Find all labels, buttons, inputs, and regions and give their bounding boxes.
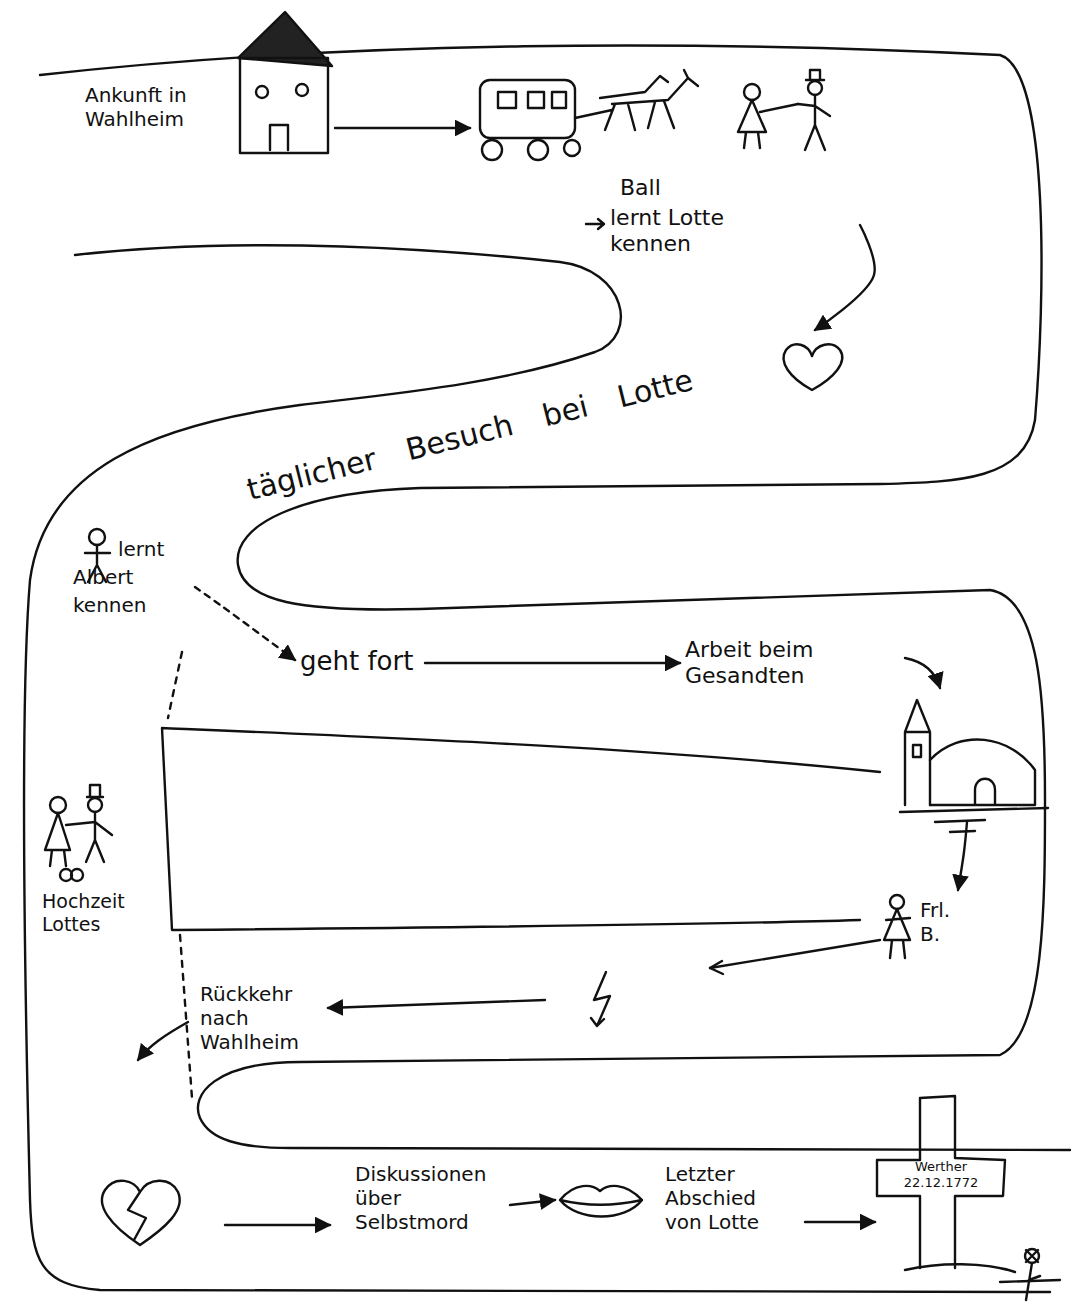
event-node: geht fort [295,638,425,688]
road-edge [162,728,880,930]
event-node: Werther 22.12.1772 [875,1095,1007,1275]
horse-sketch [575,70,698,130]
carriage-windows [498,92,566,108]
event-label: täglicher Besuch bei Lotte [243,362,696,508]
event-node: Letzter Abschied von Lotte [555,1160,805,1275]
wedding-ring [71,869,83,881]
grave-flower [1026,1250,1040,1300]
heart-symbol [784,344,843,390]
leader-arrow [225,1224,330,1226]
event-node: Diskussionen über Selbstmord [350,1160,510,1250]
event-node: lernt Albert kennen [70,525,195,650]
event-label: lernt Albert kennen [73,535,191,619]
event-node: Ankunft in Wahlheim [80,8,335,158]
road-edge [40,45,1070,1150]
arrowhead-sketch [710,961,723,974]
carriage-wheel [564,140,580,156]
event-node: Arbeit beim Gesandten [680,632,1045,822]
flow-arrow [195,587,295,660]
event-label: Rückkehr nach Wahlheim [200,982,325,1054]
event-label: Diskussionen über Selbstmord [355,1162,505,1234]
stick-figure [884,909,910,958]
flow-arrow [815,225,875,330]
house-door [270,125,288,150]
dancer-figure [798,70,830,150]
event-label: lernt Lotte kennen [610,205,800,258]
event-node: Hochzeit Lottes [40,775,150,950]
dancer-head [808,81,822,95]
event-node: täglicher Besuch bei Lotte [190,330,850,520]
dancer-figure [738,100,798,148]
house-wall [240,58,328,153]
lightning-symbol [591,972,610,1026]
flow-arrow [510,1200,555,1205]
broken-heart-symbol [102,1181,180,1245]
flow-arrow [328,940,880,1008]
lips-symbol [560,1186,642,1217]
event-node: Rückkehr nach Wahlheim [198,980,328,1055]
grave-mound [905,1264,1060,1282]
carriage-wheel [528,140,548,160]
flow-arrow [425,662,680,664]
church-tower [905,700,930,805]
church-window [913,745,921,757]
house-window [256,86,268,98]
stick-figure-head [89,529,105,545]
carriage-wheel [482,140,502,160]
event-label: Werther 22.12.1772 [881,1159,1001,1192]
leader-arrow [138,1022,188,1060]
carriage-body [480,80,575,138]
grave-cross [877,1096,1005,1268]
flow-arrow [805,1221,875,1223]
event-label: geht fort [300,646,413,677]
flow-arrow [958,822,967,890]
event-node: Frl. B. [880,890,975,965]
church-nave [930,739,1035,805]
stick-figure-head [890,895,904,909]
stick-figure [66,785,112,862]
event-label: Hochzeit Lottes [42,890,147,936]
house-window [296,84,308,96]
event-label: Frl. B. [920,898,970,946]
stick-figure [45,813,70,866]
road-edge [24,245,1050,1292]
leader-arrow [905,658,940,688]
stick-figure-head [88,798,102,812]
dancer-head [744,84,760,100]
stick-figure-head [50,797,66,813]
event-node: Ball lernt Lotte kennen [470,70,860,270]
church-ground [900,808,1048,832]
event-label: Letzter Abschied von Lotte [665,1162,780,1234]
flow-arrow [335,127,470,129]
small-arrow [586,219,604,229]
event-label: Ankunft in Wahlheim [85,83,225,131]
event-label: Arbeit beim Gesandten [685,637,885,690]
event-label: Ball [620,175,740,201]
